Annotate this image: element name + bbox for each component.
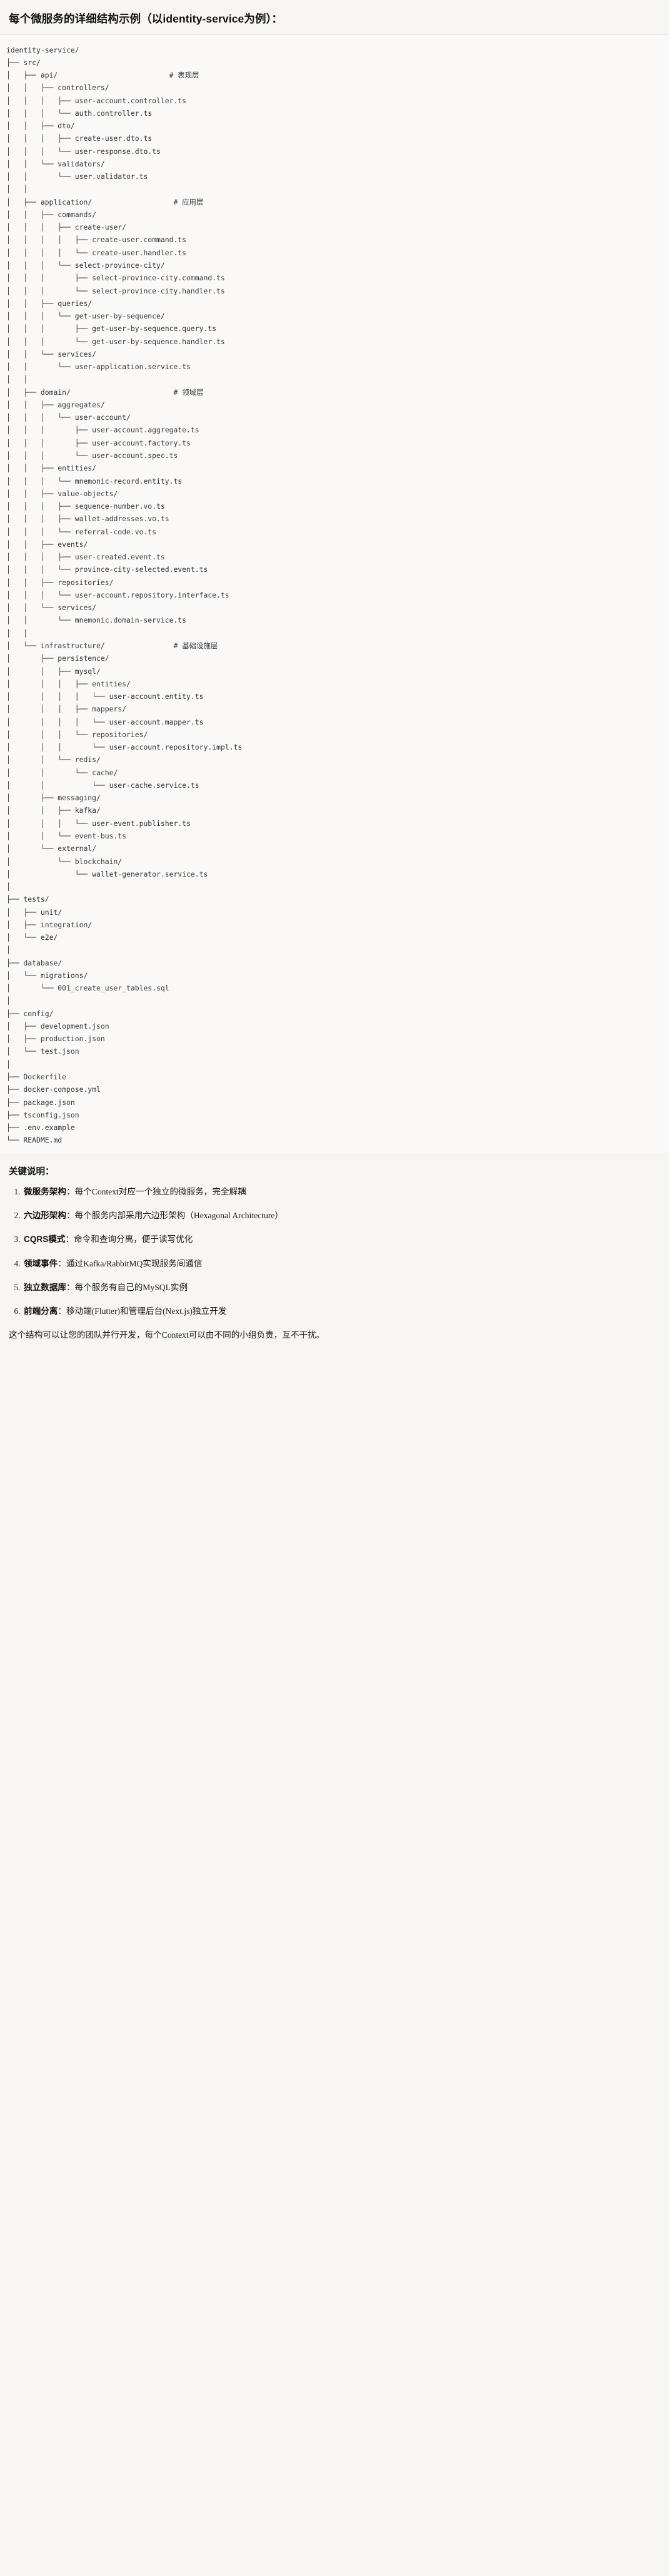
key-point-separator: ： <box>58 1306 66 1316</box>
key-point-term: 微服务架构 <box>24 1187 66 1197</box>
key-point-item: 微服务架构：每个Context对应一个独立的微服务，完全解耦 <box>23 1185 660 1198</box>
key-point-item: 领域事件：通过Kafka/RabbitMQ实现服务间通信 <box>23 1257 660 1270</box>
key-points-section: 关键说明： 微服务架构：每个Context对应一个独立的微服务，完全解耦六边形架… <box>0 1153 669 1318</box>
key-point-description: 命令和查询分离，便于读写优化 <box>74 1235 193 1245</box>
key-points-heading: 关键说明： <box>9 1166 54 1177</box>
key-point-term: 独立数据库 <box>24 1282 66 1292</box>
file-tree-content: identity-service/ ├── src/ │ ├── api/ # … <box>6 45 243 1145</box>
closing-paragraph: 这个结构可以让您的团队并行开发，每个Context可以由不同的小组负责，互不干扰… <box>9 1330 325 1340</box>
key-point-term: 领域事件 <box>24 1258 58 1268</box>
key-point-description: 移动端(Flutter)和管理后台(Next.js)独立开发 <box>66 1306 227 1316</box>
key-point-separator: ： <box>65 1235 74 1245</box>
key-point-description: 每个服务有自己的MySQL实例 <box>74 1282 188 1292</box>
key-point-separator: ： <box>66 1187 75 1197</box>
key-point-separator: ： <box>66 1211 75 1221</box>
key-point-item: 独立数据库：每个服务有自己的MySQL实例 <box>23 1281 660 1294</box>
key-point-term: 六边形架构 <box>24 1211 66 1221</box>
key-point-term: CQRS模式 <box>24 1235 66 1245</box>
key-point-item: CQRS模式：命令和查询分离，便于读写优化 <box>23 1233 660 1246</box>
file-tree-code-block: identity-service/ ├── src/ │ ├── api/ # … <box>0 34 669 1153</box>
document-page: 每个微服务的详细结构示例（以identity-service为例）： ident… <box>0 0 669 1352</box>
heading-divider <box>0 34 669 35</box>
key-point-description: 通过Kafka/RabbitMQ实现服务间通信 <box>66 1258 203 1268</box>
key-point-separator: ： <box>66 1282 75 1292</box>
key-point-item: 六边形架构：每个服务内部采用六边形架构（Hexagonal Architectu… <box>23 1209 660 1222</box>
key-point-term: 前端分离 <box>24 1306 58 1316</box>
key-points-list: 微服务架构：每个Context对应一个独立的微服务，完全解耦六边形架构：每个服务… <box>9 1185 660 1317</box>
key-point-description: 每个服务内部采用六边形架构（Hexagonal Architecture） <box>74 1211 283 1221</box>
key-point-separator: ： <box>58 1258 66 1268</box>
key-point-item: 前端分离：移动端(Flutter)和管理后台(Next.js)独立开发 <box>23 1305 660 1318</box>
key-point-description: 每个Context对应一个独立的微服务，完全解耦 <box>74 1187 246 1197</box>
page-title: 每个微服务的详细结构示例（以identity-service为例）： <box>9 13 283 25</box>
